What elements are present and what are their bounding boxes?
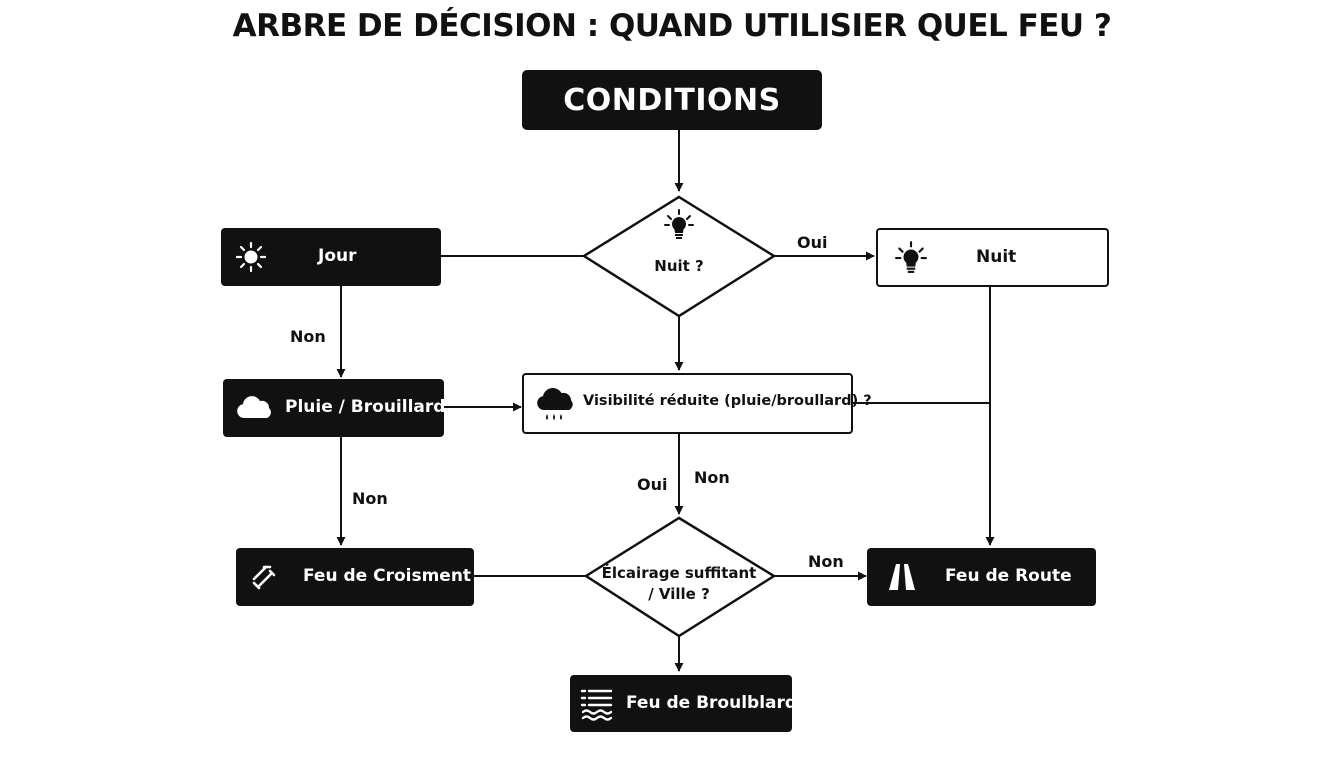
fog-light-icon xyxy=(580,687,614,721)
page-title: ARBRE DE DÉCISION : QUAND UTILISIER QUEL… xyxy=(232,8,1112,44)
decision-eclairage-line2: / Ville ? xyxy=(648,585,710,603)
node-conditions: CONDITIONS xyxy=(522,70,822,130)
decision-nuit-icon xyxy=(663,208,695,240)
decision-diamond-eclairage xyxy=(583,516,777,638)
node-jour-label: Jour xyxy=(318,246,357,266)
road-icon xyxy=(887,562,917,592)
decision-diamond-nuit xyxy=(581,195,777,318)
sun-icon xyxy=(235,241,267,273)
node-nuit-label: Nuit xyxy=(976,247,1017,267)
node-nuit: Nuit xyxy=(876,228,1109,287)
edge-label-visibilite-oui: Oui xyxy=(637,475,668,494)
node-visibilite: Visibilité réduite (pluie/broullard) ? xyxy=(522,373,872,434)
decision-eclairage-line1: Élcairage suffitant xyxy=(601,564,757,582)
rain-cloud-icon xyxy=(535,386,575,424)
lightbulb-icon xyxy=(894,240,928,274)
node-feu-croisment: Feu de Croisment xyxy=(236,548,474,606)
lightbulb-icon xyxy=(664,209,694,239)
node-pluie-brouillard: Pluie / Brouillard xyxy=(223,379,446,437)
node-feu-brouillard: Feu de Broulblard xyxy=(570,675,797,732)
node-visibilite-label: Visibilité réduite (pluie/broullard) ? xyxy=(583,393,872,409)
node-feu-croisment-label: Feu de Croisment xyxy=(303,566,472,586)
edge-label-nuit-oui: Oui xyxy=(797,233,828,252)
node-pluie-brouillard-label: Pluie / Brouillard xyxy=(285,397,446,417)
node-feu-route-label: Feu de Route xyxy=(945,566,1072,586)
edge-label-eclairage-non: Non xyxy=(808,552,844,571)
node-conditions-label: CONDITIONS xyxy=(563,82,781,118)
decision-eclairage-label: Élcairage suffitant / Ville ? xyxy=(599,563,759,605)
decision-nuit-label: Nuit ? xyxy=(654,257,704,275)
node-feu-brouillard-label: Feu de Broulblard xyxy=(626,693,798,713)
edge-label-visibilite-non: Non xyxy=(694,468,730,487)
edge-label-pluie-non: Non xyxy=(352,489,388,508)
node-feu-route: Feu de Route xyxy=(867,548,1096,606)
edge-label-jour-non: Non xyxy=(290,327,326,346)
node-jour: Jour xyxy=(221,228,441,286)
low-beam-icon xyxy=(250,562,280,592)
cloud-icon xyxy=(235,393,273,421)
